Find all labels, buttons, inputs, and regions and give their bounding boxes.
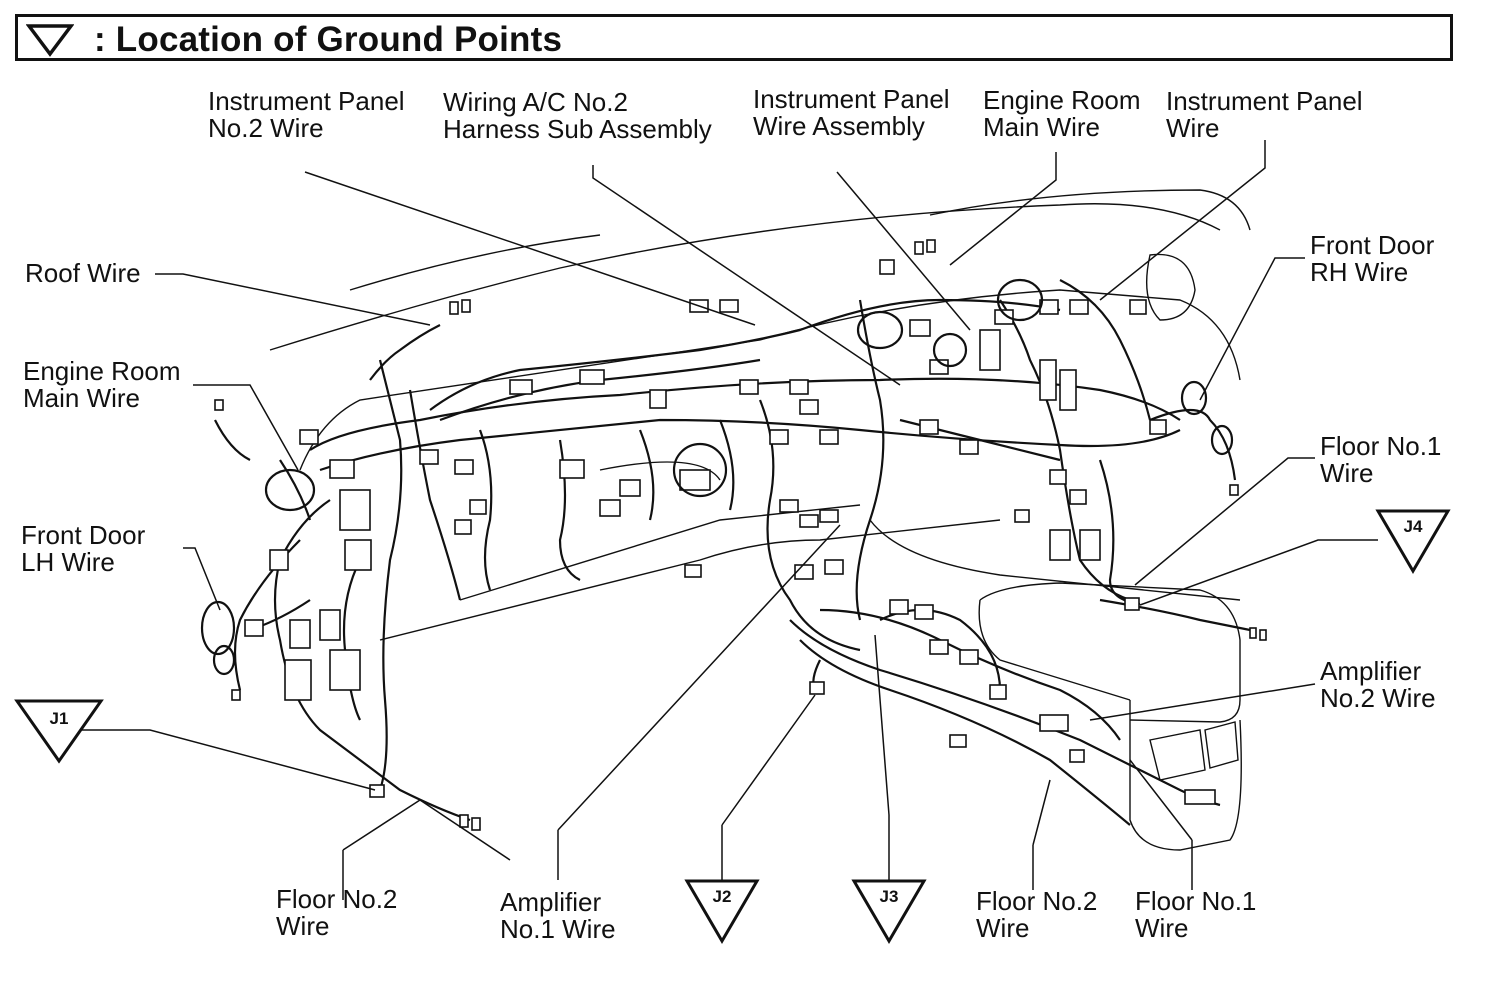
label-engine-room-main-wire-left: Engine Room Main Wire (23, 358, 181, 412)
label-line: Wiring A/C No.2 (443, 87, 628, 117)
title-bar: : Location of Ground Points (15, 14, 1453, 61)
label-line: Engine Room (983, 85, 1141, 115)
label-roof-wire: Roof Wire (25, 260, 141, 287)
vehicle-outline (269, 189, 1251, 851)
leader-lines (60, 140, 1378, 900)
ground-point-j2-marker (684, 879, 760, 944)
label-line: Amplifier (500, 887, 602, 917)
label-floor-no1-wire-bottom: Floor No.1 Wire (1135, 888, 1256, 942)
ground-point-j1-label: J1 (49, 709, 69, 728)
label-floor-no2-wire-left: Floor No.2 Wire (276, 886, 397, 940)
grommets (200, 278, 1234, 676)
label-line: Engine Room (23, 356, 181, 386)
label-line: Floor No.2 (976, 886, 1098, 916)
ground-point-j2-label: J2 (712, 887, 732, 906)
label-line: Wire (976, 913, 1030, 943)
label-line: No.1 Wire (500, 914, 616, 944)
label-line: RH Wire (1310, 257, 1409, 287)
label-floor-no1-wire-right: Floor No.1 Wire (1320, 433, 1441, 487)
ground-point-j3-marker (851, 879, 927, 944)
label-line: Wire (1320, 458, 1374, 488)
label-line: Main Wire (23, 383, 141, 413)
label-front-door-rh-wire: Front Door RH Wire (1310, 232, 1434, 286)
label-line: Front Door (21, 520, 146, 550)
label-line: No.2 Wire (208, 113, 324, 143)
label-line: Floor No.1 (1320, 431, 1442, 461)
label-floor-no2-wire-bottom: Floor No.2 Wire (976, 888, 1097, 942)
page-title: : Location of Ground Points (94, 20, 563, 59)
label-line: Main Wire (983, 112, 1101, 142)
label-line: Harness Sub Assembly (443, 114, 712, 144)
label-instrument-panel-no2-wire: Instrument Panel No.2 Wire (208, 88, 405, 142)
label-wiring-ac-no2-harness: Wiring A/C No.2 Harness Sub Assembly (443, 89, 712, 143)
label-line: Roof Wire (25, 258, 141, 288)
label-line: Wire (276, 911, 330, 941)
ground-point-j1-marker (14, 699, 104, 764)
label-line: Amplifier (1320, 656, 1422, 686)
label-amplifier-no2-wire: Amplifier No.2 Wire (1320, 658, 1436, 712)
ground-point-j3-label: J3 (879, 887, 899, 906)
label-line: Instrument Panel (753, 84, 950, 114)
ground-point-j4-marker (1375, 509, 1451, 574)
label-line: No.2 Wire (1320, 683, 1436, 713)
ground-point-triangle-icon (26, 24, 74, 57)
label-line: Wire (1135, 913, 1189, 943)
label-front-door-lh-wire: Front Door LH Wire (21, 522, 145, 576)
label-instrument-panel-wire-assembly: Instrument Panel Wire Assembly (753, 86, 950, 140)
label-engine-room-main-wire-top: Engine Room Main Wire (983, 87, 1141, 141)
label-line: Floor No.1 (1135, 886, 1257, 916)
label-line: Floor No.2 (276, 884, 398, 914)
label-amplifier-no1-wire: Amplifier No.1 Wire (500, 889, 616, 943)
label-line: Instrument Panel (208, 86, 405, 116)
label-line: Front Door (1310, 230, 1435, 260)
label-line: LH Wire (21, 547, 115, 577)
ground-point-markers (14, 509, 1451, 944)
label-instrument-panel-wire: Instrument Panel Wire (1166, 88, 1363, 142)
label-line: Wire (1166, 113, 1220, 143)
connectors (214, 239, 1267, 831)
ground-point-j4-label: J4 (1403, 517, 1423, 536)
label-line: Wire Assembly (753, 111, 925, 141)
label-line: Instrument Panel (1166, 86, 1363, 116)
